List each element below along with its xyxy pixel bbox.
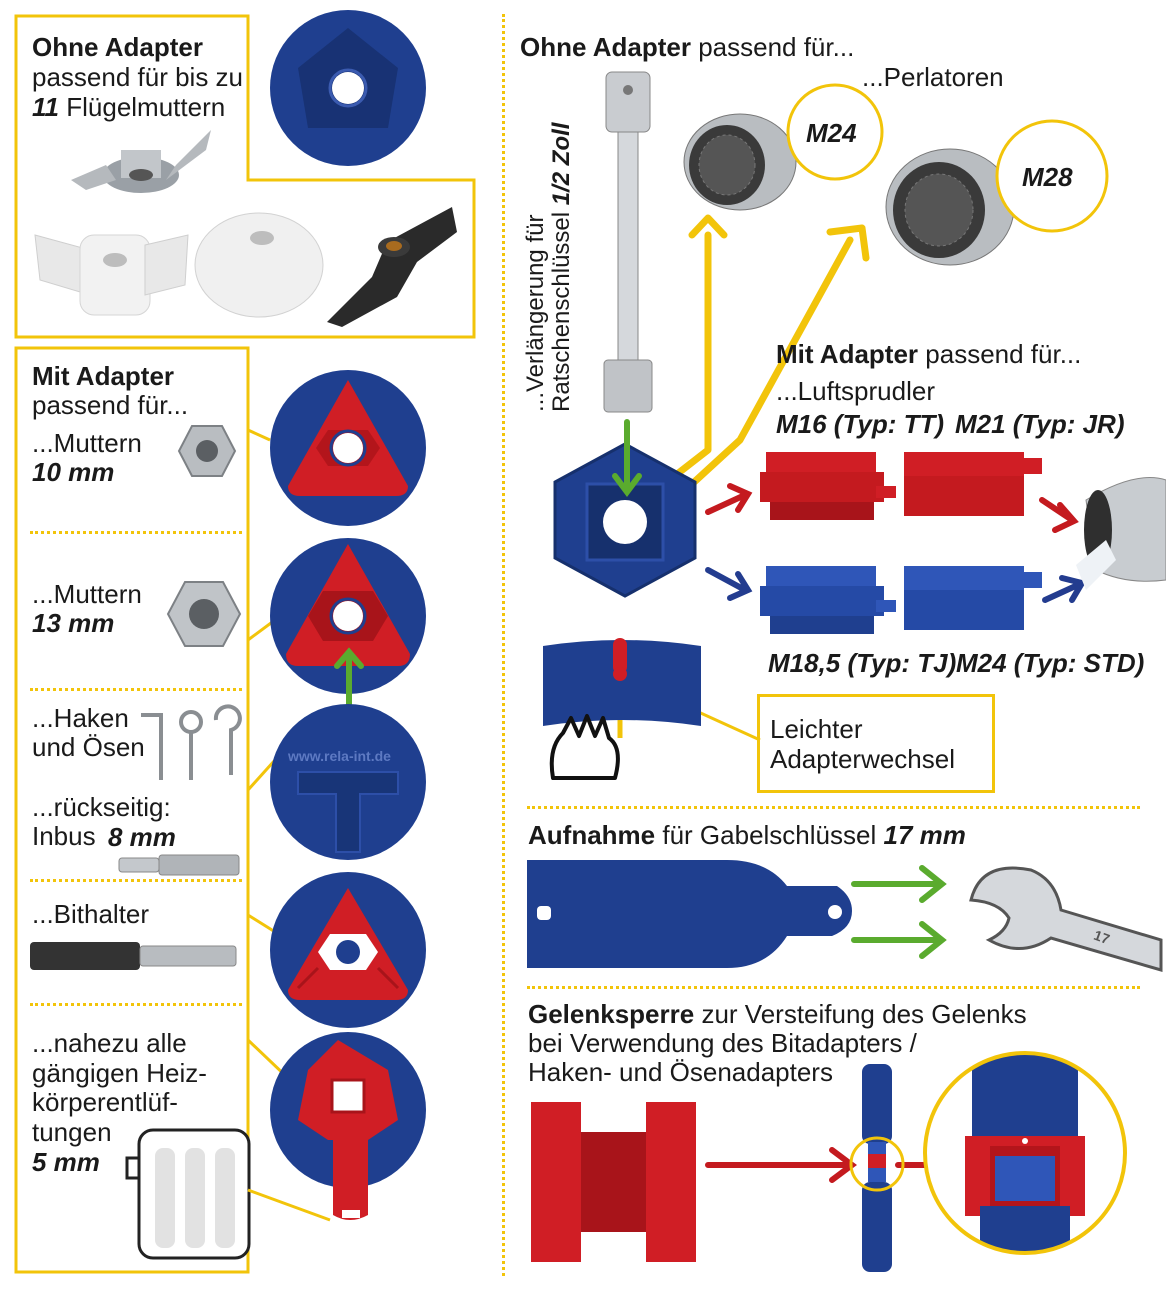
green-arrows-wrench	[851, 865, 947, 959]
tool-handle-icon	[527, 860, 852, 968]
m18-label: M18,5 (Typ: TJ)	[768, 648, 957, 678]
adapter-red-m21	[904, 452, 1042, 516]
tool-url-text: www.rela-int.de	[288, 748, 391, 764]
hex-nut-small-icon	[177, 425, 237, 477]
ohne-adapter-line1-left: passend für bis zu	[32, 62, 244, 92]
separator-right-1	[527, 806, 1140, 809]
separator-1	[30, 531, 242, 534]
nut-10-label: ...Muttern	[32, 428, 142, 458]
inbus-label: ...rückseitig: Inbus	[32, 792, 171, 851]
hooks-eyes-icon	[141, 704, 242, 780]
gelenksperre-line2: bei Verwendung des Bitadapters /	[528, 1028, 917, 1058]
mit-adapter-title-left: Mit Adapter	[32, 361, 175, 391]
aerator-m28-icon	[885, 148, 1015, 266]
wing-nut-white-icon	[34, 234, 189, 316]
bit-holder-icon	[30, 942, 237, 970]
ohne-adapter-line2-left: 11 Flügelmuttern	[32, 92, 226, 122]
adapter-sleeve-icon	[543, 638, 701, 726]
tool-head-bithalter	[270, 872, 426, 1028]
nut-13-label: ...Muttern	[32, 579, 142, 609]
adapter-blue-m18	[760, 566, 896, 634]
open-wrench-icon	[969, 866, 1163, 972]
hex-nut-large-icon	[166, 581, 242, 647]
nut-10-size: 10 mm	[32, 457, 115, 487]
green-down-arrow	[612, 419, 642, 497]
wing-nut-black-icon	[327, 207, 457, 327]
ohne-adapter-title-right: Ohne Adapter passend für...	[520, 32, 855, 62]
hooks-label: ...Haken und Ösen	[32, 703, 145, 762]
round-knob-white-icon	[194, 212, 324, 318]
adapter-change-label: Leichter Adapterwechsel	[770, 714, 955, 774]
separator-3	[30, 879, 242, 882]
joint-tool-icon	[849, 1064, 905, 1272]
bleed-valve-label: ...nahezu alle gängigen Heiz- körperentl…	[32, 1028, 207, 1147]
wing-nut-metal-icon	[71, 130, 211, 193]
tool-back-t-icon	[270, 704, 426, 860]
column-divider	[502, 14, 505, 1276]
luftsprudler-label: ...Luftsprudler	[776, 376, 935, 406]
tool-head-adapter-13	[270, 538, 426, 694]
hand-press-icon	[549, 714, 620, 780]
hex-bit-icon	[118, 854, 240, 876]
tool-head-plain	[270, 10, 426, 166]
separator-2	[30, 688, 242, 691]
mit-adapter-title-right: Mit Adapter passend für...	[776, 339, 1082, 369]
m21-label: M21 (Typ: JR)	[955, 409, 1125, 439]
separator-right-2	[527, 986, 1140, 989]
tool-head-bleed-key	[270, 1032, 426, 1220]
separator-4	[30, 1003, 242, 1006]
lock-sleeve-red-icon	[531, 1102, 696, 1262]
bithalter-label: ...Bithalter	[32, 899, 150, 929]
m28-label: M28	[1022, 162, 1073, 192]
aufnahme-heading: Aufnahme für Gabelschlüssel 17 mm	[528, 820, 966, 850]
adapter-change-box	[757, 694, 995, 793]
gelenksperre-line3: Haken- und Ösenadapters	[528, 1057, 833, 1087]
m28-circle	[995, 119, 1109, 233]
hex-socket-icon	[553, 442, 697, 598]
mit-adapter-subtitle-left: passend für...	[32, 390, 189, 420]
nut-13-size: 13 mm	[32, 608, 115, 638]
m24-label: M24	[806, 118, 857, 148]
faucet-icon	[1076, 477, 1166, 590]
bleed-valve-size: 5 mm	[32, 1147, 100, 1177]
inbus-size: 8 mm	[108, 822, 176, 852]
tool-head-adapter-10	[270, 370, 426, 526]
joint-detail-circle	[923, 1051, 1127, 1255]
extension-bar-icon	[603, 71, 653, 413]
gelenksperre-heading: Gelenksperre zur Versteifung des Gelenks	[528, 999, 1027, 1029]
green-up-arrow-left	[334, 647, 364, 707]
ohne-adapter-title-left: Ohne Adapter	[32, 32, 203, 62]
m24-circle	[786, 83, 884, 181]
m24-std-label: M24 (Typ: STD)	[956, 648, 1145, 678]
adapter-blue-m24	[904, 566, 1042, 630]
adapter-red-m16	[760, 452, 896, 520]
perlatoren-label: ...Perlatoren	[862, 62, 1004, 92]
m16-label: M16 (Typ: TT)	[776, 409, 945, 439]
radiator-icon	[125, 1128, 251, 1260]
aerator-m24-icon	[683, 113, 797, 211]
